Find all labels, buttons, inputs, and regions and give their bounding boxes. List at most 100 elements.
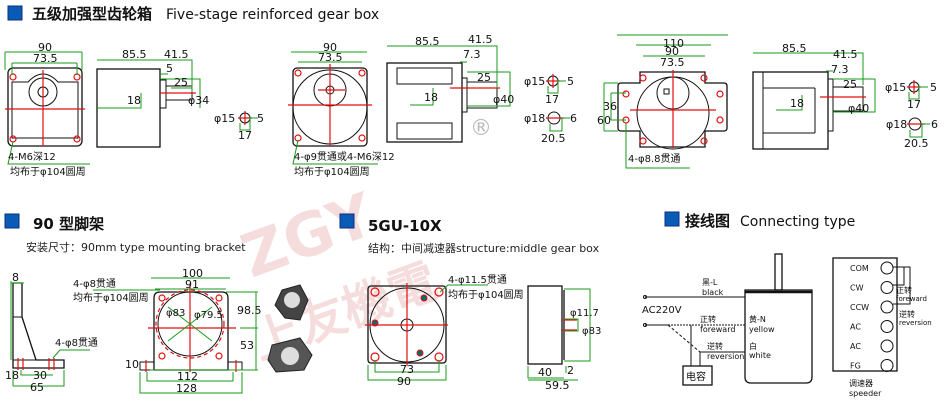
gearbox-title-cn: 五级加强型齿轮箱 [32, 5, 152, 23]
wiring-title-cn: 接线图 [685, 212, 730, 230]
bracket-photos [267, 284, 313, 373]
forward-label-en: foreward [896, 295, 927, 303]
shaft-dia: φ15 [524, 75, 545, 88]
key-width: 5 [257, 112, 264, 125]
key-width: 5 [567, 75, 574, 88]
dim-offset: 7.3 [831, 63, 849, 76]
dim-d1: φ83 [166, 308, 185, 319]
terminal-screw-icon [880, 339, 894, 353]
terminal-screw-icon [880, 359, 894, 372]
dim-inner-width: 91 [185, 278, 199, 291]
dim-hole-pitch: 73.5 [660, 56, 685, 69]
gearbox1-side-view: 85.5 41.5 5 25 18 φ34 [96, 48, 209, 148]
gearbox2-shaft-keys: φ15 5 17 φ18 6 20.5 [524, 74, 577, 145]
dim-length: 85.5 [782, 42, 807, 55]
terminal-label: FG [850, 362, 861, 371]
dim-base: 10 [125, 358, 139, 371]
key-depth: 17 [907, 98, 921, 111]
dim-length: 85.5 [122, 48, 147, 61]
terminal-label: AC [850, 342, 861, 351]
dim-height: 18 [790, 97, 804, 110]
hole-note: 4-M6深12 [8, 151, 56, 163]
reversion-label-cn: 逆转 [707, 341, 723, 351]
gearbox1-front-view: 90 73.5 4-M6深12 均布于φ104圆周 [4, 41, 90, 178]
dim-width: 100 [182, 267, 203, 280]
hole-note: 4-φ8贯通 [55, 337, 98, 349]
supply-voltage: AC220V [642, 305, 682, 316]
dim-length: 85.5 [415, 35, 440, 48]
dim-boss: φ34 [188, 94, 209, 107]
reversion-label-cn: 逆转 [899, 309, 915, 319]
shaft-dia: φ15 [214, 112, 235, 125]
dim-flange: 110 [663, 37, 684, 50]
dim-thickness: 8 [12, 271, 19, 284]
section-marker [339, 213, 355, 229]
dim-length: 40 [538, 366, 552, 379]
key-depth: 17 [545, 93, 559, 106]
pcd-note: 均布于φ104圆周 [448, 289, 524, 301]
dim-width: 90 [665, 45, 679, 58]
bracket-front-view: 100 91 4-φ8贯通 均布于φ104圆周 φ83 φ79.5 98.5 5… [73, 267, 262, 395]
key-width-2: 6 [570, 112, 577, 125]
dim-d2: 30 [33, 369, 47, 382]
dim-v1: 36 [603, 100, 617, 113]
key-depth-2: 20.5 [541, 132, 566, 145]
dim-shaft-length: 41.5 [833, 48, 858, 61]
hole-note: 4-φ11.5贯通 [448, 274, 507, 286]
key-depth: 17 [238, 129, 252, 142]
forward-label-cn: 正转 [896, 285, 912, 295]
dim-offset: 7.3 [463, 48, 481, 61]
wiring-title-en: Connecting type [740, 214, 855, 230]
terminal-label: AC [850, 323, 861, 332]
hole-note: 4-φ9贯通或4-M6深12 [294, 151, 395, 163]
dim-v2: 60 [597, 114, 611, 127]
pcd-note: 均布于φ104圆周 [73, 292, 149, 304]
key-width: 5 [930, 81, 937, 94]
gearbox3-shaft-keys: φ15 5 17 φ18 6 20.5 [885, 80, 938, 150]
dim-shaft-length: 41.5 [164, 48, 189, 61]
gearbox-title-en: Five-stage reinforced gear box [166, 7, 379, 23]
gearbox3-side-view: 85.5 41.5 7.3 25 18 φ40 [752, 42, 876, 150]
dim-center: 53 [240, 339, 254, 352]
dim-base-width: 112 [177, 370, 198, 383]
gearbox2-front-view: 90 73.5 4-φ9贯通或4-M6深12 均布于φ104圆周 [288, 41, 395, 178]
middle-gearbox-front-view: 4-φ11.5贯通 均布于φ104圆周 73 90 [365, 274, 524, 388]
bracket-title: 90 型脚架 [33, 215, 104, 233]
terminal-screw-icon [880, 261, 894, 275]
middle-subtitle: 结构：中间减速器structure:middle gear box [368, 241, 600, 255]
dim-pitch: 73 [400, 363, 414, 376]
hole-note: 4-φ8贯通 [73, 278, 116, 290]
pcd-note: 均布于φ104圆周 [10, 166, 86, 178]
terminal-screw-icon [880, 300, 894, 314]
registered-mark: ® [470, 116, 492, 141]
dim-d2: φ79.5 [194, 310, 223, 321]
key-width-2: 6 [931, 118, 938, 131]
shaft-dia-2: φ18 [524, 112, 545, 125]
gearbox3-front-view: 110 90 73.5 36 60 4-φ8.8贯通 [597, 34, 728, 169]
speeder-label-cn: 调速器 [849, 379, 873, 388]
dim-shaft: φ11.7 [570, 308, 599, 319]
terminal-label: CW [850, 284, 864, 293]
gearbox1-shaft-key: φ15 5 17 [214, 111, 264, 142]
dim-height: 18 [127, 94, 141, 107]
shaft-dia: φ15 [885, 81, 906, 94]
bracket-side-view: 8 4-φ8贯通 18 30 65 [5, 271, 98, 394]
section-marker [664, 211, 680, 227]
black-label-en: black [702, 288, 724, 297]
reversion-label-en: reversion [899, 319, 932, 327]
dim-shaft-length: 41.5 [468, 33, 493, 46]
forward-label-en: foreward [700, 325, 735, 334]
dim-width: 90 [323, 41, 337, 54]
yellow-label-en: yellow [749, 325, 775, 334]
shaft-dia-2: φ18 [886, 118, 907, 131]
bracket-subtitle: 安装尺寸：90mm type mounting bracket [26, 240, 246, 254]
dim-boss: φ40 [493, 93, 514, 106]
white-label-cn: 白 [749, 341, 757, 351]
dim-total-width: 128 [176, 382, 197, 395]
yellow-label-cn: 黄-N [749, 314, 766, 324]
pcd-note: 均布于φ104圆周 [294, 166, 370, 178]
capacitor-label: 电容 [686, 370, 706, 383]
gearbox2-side-view: 85.5 41.5 7.3 25 18 φ40 [386, 33, 514, 143]
motor-wiring-diagram: 电容 AC220V 黑-L black 正转 foreward 逆转 rever… [642, 253, 813, 386]
